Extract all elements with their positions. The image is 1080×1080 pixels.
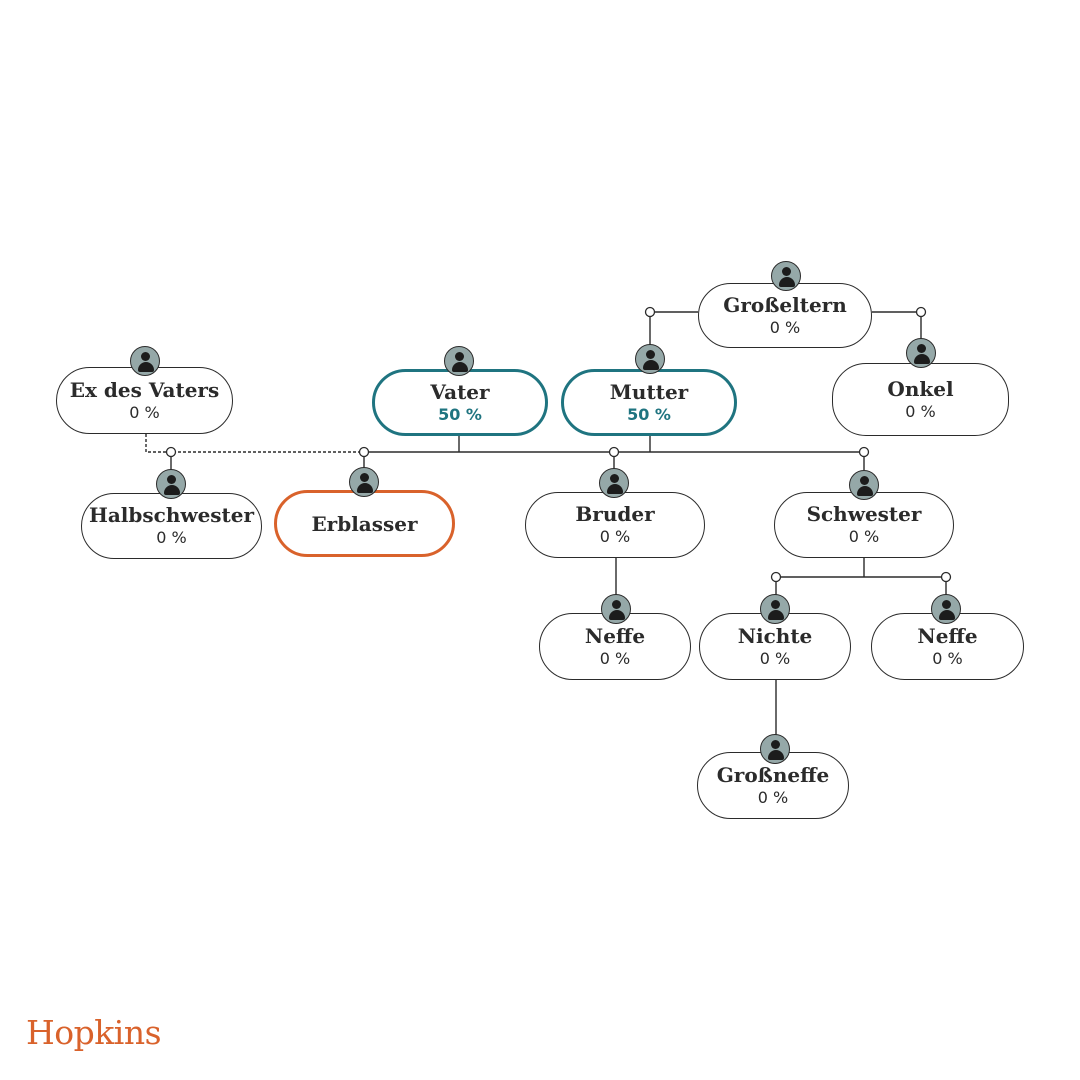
connector-dot [608,446,620,458]
connector-dot [165,446,177,458]
connector-dot [644,306,656,318]
person-icon [599,468,629,498]
connector-dot [358,446,370,458]
person-icon [771,261,801,291]
node-name: Mutter [609,379,689,404]
node-bruder: Bruder 0 % [525,492,705,558]
node-share: 0 % [759,648,791,668]
connector-dot [858,446,870,458]
person-icon [931,594,961,624]
connector-dot [915,306,927,318]
connector-dot [770,571,782,583]
node-mutter: Mutter 50 % [561,369,737,436]
connector-dashed-line [145,434,364,453]
node-share: 0 % [156,528,187,547]
node-erblasser: Erblasser [274,490,455,557]
node-share: 0 % [932,648,963,668]
node-name: Großneffe [716,762,830,787]
node-name: Onkel [887,376,954,401]
person-icon [906,338,936,368]
person-icon [849,470,879,500]
hopkins-logo: Hopkins [26,1013,162,1052]
node-name: Bruder [575,502,655,526]
person-icon [156,469,186,499]
node-name: Erblasser [311,511,418,536]
node-share: 0 % [129,402,160,422]
person-icon [444,346,474,376]
node-share: 0 % [769,317,801,337]
node-name: Nichte [737,623,813,648]
node-schwester: Schwester 0 % [774,492,954,558]
person-icon [760,734,790,764]
node-share: 0 % [599,527,631,546]
node-ex-des-vaters: Ex des Vaters 0 % [56,367,233,434]
node-share: 0 % [905,401,936,421]
node-nichte: Nichte 0 % [699,613,851,680]
node-name: Schwester [806,502,922,526]
node-neffe-schwester: Neffe 0 % [871,613,1024,680]
node-name: Neffe [917,623,978,648]
node-name: Neffe [584,623,646,648]
connector-dot [940,571,952,583]
person-icon [635,344,665,374]
person-icon [601,594,631,624]
node-onkel: Onkel 0 % [832,363,1009,436]
node-halbschwester: Halbschwester 0 % [81,493,262,559]
node-share: 50 % [627,404,671,424]
person-icon [130,346,160,376]
node-name: Ex des Vaters [69,377,220,402]
node-grosseltern: Großeltern 0 % [698,283,872,348]
node-vater: Vater 50 % [372,369,548,436]
node-share: 0 % [599,648,631,668]
node-name: Großeltern [723,292,847,317]
person-icon [349,467,379,497]
node-share: 0 % [848,527,880,546]
person-icon [760,594,790,624]
node-share: 0 % [757,787,789,807]
node-name: Vater [430,379,490,404]
node-name: Halbschwester [88,503,255,527]
node-share: 50 % [438,404,482,424]
